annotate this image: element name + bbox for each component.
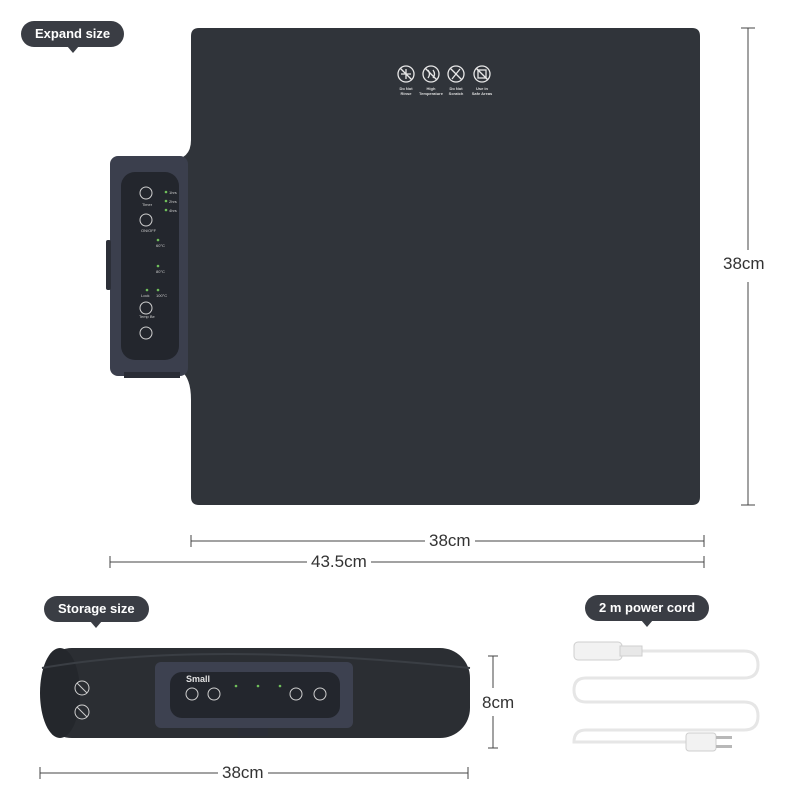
timer-icon <box>139 186 153 200</box>
roll-height-dimension <box>488 655 498 749</box>
temp-3-label: 100°C <box>156 293 167 298</box>
caption-line-1: Do Not <box>449 86 463 91</box>
power-icon <box>139 213 153 227</box>
temp-2-label: 80°C <box>156 269 165 274</box>
no-rinse-icon <box>397 65 415 83</box>
time-3-label: 4hrs <box>169 208 177 213</box>
on-off-label: ON/OFF <box>141 228 157 233</box>
temp-button-label: Temp Be <box>139 314 156 319</box>
lock-label: Lock <box>141 293 149 298</box>
temp-icon <box>139 301 153 315</box>
time-1-label: 1hrs <box>169 190 177 195</box>
total-width-dimension <box>109 556 705 568</box>
caption-line-1: High <box>427 86 436 91</box>
time-2-label: 2hrs <box>169 199 177 204</box>
total-width-dimension-text: 43.5cm <box>307 552 371 572</box>
height-dimension-text: 38cm <box>719 254 769 274</box>
temp-1-label: 60°C <box>156 243 165 248</box>
caption-line-2: Rinse <box>401 91 413 96</box>
expand-size-label: Expand size <box>21 21 125 53</box>
heating-mat <box>170 28 700 505</box>
mat-width-dimension-text: 38cm <box>425 531 475 551</box>
control-box: Timer ON/OFF 1hrs 2hrs 4hrs 60°C 80°C Lo… <box>106 156 188 378</box>
caption-line-1: Use in <box>476 86 489 91</box>
caption-line-1: Do Not <box>399 86 413 91</box>
lock-icon <box>139 326 153 340</box>
roll-length-dimension-text: 38cm <box>218 763 268 783</box>
caption-line-2: Scratch <box>449 91 464 96</box>
roll-label: Small <box>186 674 210 684</box>
storage-size-label: Storage size <box>44 596 149 628</box>
high-temperature-icon <box>422 65 440 83</box>
height-dimension <box>741 27 755 506</box>
no-scratch-icon <box>447 65 465 83</box>
mat-icon-row <box>397 65 491 83</box>
safe-area-icon <box>473 65 491 83</box>
roll-height-dimension-text: 8cm <box>478 693 519 713</box>
caption-line-2: Safe Areas <box>472 91 493 96</box>
mat-icon-captions: Do Not Rinse High Temperature Do Not Scr… <box>399 86 493 96</box>
caption-line-2: Temperature <box>419 91 444 96</box>
power-cord-label: 2 m power cord <box>585 595 710 627</box>
rolled-mat: Small <box>40 648 471 738</box>
timer-label: Timer <box>142 202 153 207</box>
power-cord <box>572 641 760 752</box>
indicator-leds <box>145 190 168 292</box>
